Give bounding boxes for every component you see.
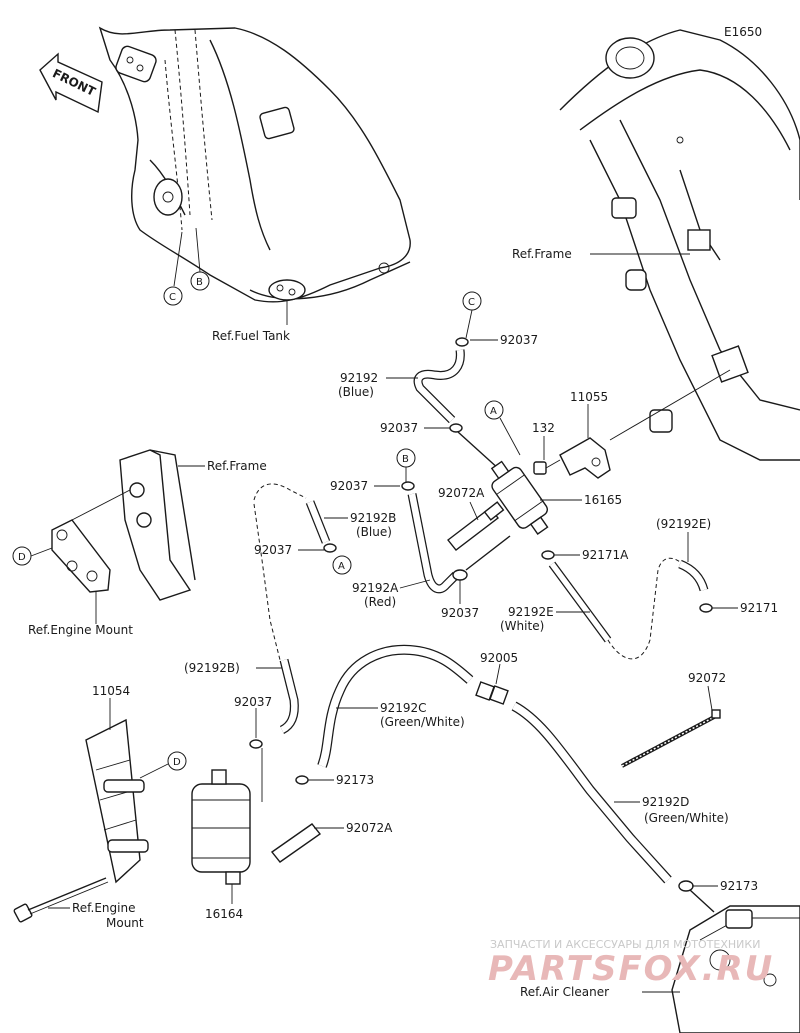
ref-engine-mount-label: Ref.Engine Mount bbox=[28, 623, 133, 637]
part-92192e-sub: (White) bbox=[500, 619, 544, 633]
callout-b-hose-label: B bbox=[402, 454, 409, 465]
part-92072a-bottom: 92072A bbox=[346, 821, 393, 835]
callout-c-hose-label: C bbox=[468, 297, 475, 308]
part-92171a: 92171A bbox=[582, 548, 629, 562]
hose-92192b-blue bbox=[305, 500, 331, 544]
callout-b-tank bbox=[190, 271, 210, 291]
band-92072a-bottom bbox=[270, 823, 322, 863]
clamp-92173-a bbox=[295, 775, 309, 785]
ref-air-cleaner-label: Ref.Air Cleaner bbox=[520, 985, 609, 999]
ref-fuel-tank-label: Ref.Fuel Tank bbox=[212, 329, 290, 343]
hose-92192a-red bbox=[407, 493, 460, 594]
band-92072a-top bbox=[447, 501, 505, 551]
part-92192d-sub: (Green/White) bbox=[644, 811, 729, 825]
hose-92192e-white bbox=[548, 557, 709, 660]
part-92192: 92192 bbox=[340, 371, 378, 385]
diagram-code: E1650 bbox=[724, 25, 762, 39]
clamp-92037-top bbox=[455, 337, 469, 347]
callout-a-filter bbox=[484, 400, 504, 420]
part-11055: 11055 bbox=[570, 390, 608, 404]
part-92192a-sub: (Red) bbox=[364, 595, 396, 609]
ref-engine-mount-2-line2: Mount bbox=[106, 916, 144, 930]
part-92192a: 92192A bbox=[352, 581, 399, 595]
callout-d-bracket-label: D bbox=[173, 757, 181, 768]
part-92173-b: 92173 bbox=[720, 879, 758, 893]
callout-a-hose-label: A bbox=[338, 561, 345, 572]
clamp-92037-mid bbox=[449, 423, 463, 433]
clip-92171a bbox=[541, 550, 555, 560]
frame-drawing bbox=[559, 29, 800, 461]
hose-92192b-lower bbox=[279, 658, 299, 735]
part-92037-top: 92037 bbox=[500, 333, 538, 347]
part-16165: 16165 bbox=[584, 493, 622, 507]
part-92171: 92171 bbox=[740, 601, 778, 615]
part-92192c-sub: (Green/White) bbox=[380, 715, 465, 729]
hose-92192b-route bbox=[253, 503, 281, 661]
bolt-132 bbox=[533, 459, 561, 475]
part-92072a-top: 92072A bbox=[438, 486, 485, 500]
callout-a-hose bbox=[332, 555, 352, 575]
part-11054: 11054 bbox=[92, 684, 130, 698]
ref-engine-mount-2-line1: Ref.Engine bbox=[72, 901, 135, 915]
fuel-tank-drawing bbox=[98, 26, 411, 325]
filter-16165 bbox=[490, 460, 549, 535]
part-92072: 92072 bbox=[688, 671, 726, 685]
hose-92192b-dashed bbox=[253, 483, 307, 501]
callout-b-tank-label: B bbox=[196, 277, 203, 288]
part-92173-a: 92173 bbox=[336, 773, 374, 787]
watermark-line1: ЗАПЧАСТИ И АКСЕССУАРЫ ДЛЯ МОТОТЕХНИКИ bbox=[490, 938, 760, 951]
hose-92192-blue bbox=[413, 349, 465, 424]
part-92192-sub: (Blue) bbox=[338, 385, 374, 399]
clamp-92037-left bbox=[323, 543, 337, 553]
callout-c-tank-label: C bbox=[169, 292, 176, 303]
part-92192b: 92192B bbox=[350, 511, 396, 525]
callout-a-filter-label: A bbox=[490, 406, 497, 417]
hose-92192c-green-white bbox=[317, 644, 474, 768]
engine-mount-plate bbox=[51, 489, 131, 593]
clip-92171 bbox=[699, 603, 713, 613]
part-92005: 92005 bbox=[480, 651, 518, 665]
clamp-92037-b bbox=[401, 481, 415, 491]
part-92037-bottom: 92037 bbox=[441, 606, 479, 620]
frame-left-drawing bbox=[119, 449, 205, 601]
canister-16164 bbox=[191, 769, 251, 885]
part-92192d: 92192D bbox=[642, 795, 689, 809]
mount-bolt bbox=[13, 877, 109, 923]
air-cleaner-drawing bbox=[642, 889, 800, 1033]
part-92192b-sub: (Blue) bbox=[356, 525, 392, 539]
tie-92072 bbox=[621, 709, 721, 768]
part-92037-b: 92037 bbox=[330, 479, 368, 493]
part-132: 132 bbox=[532, 421, 555, 435]
callout-d-bracket bbox=[167, 751, 187, 771]
part-92192e-paren: (92192E) bbox=[656, 517, 711, 531]
bracket-11054 bbox=[85, 718, 149, 884]
part-92192c: 92192C bbox=[380, 701, 427, 715]
ref-frame-left-label: Ref.Frame bbox=[207, 459, 267, 473]
part-92037-left: 92037 bbox=[254, 543, 292, 557]
joint-92005 bbox=[475, 681, 509, 705]
part-16164: 16164 bbox=[205, 907, 243, 921]
clamp-92037-canister bbox=[249, 739, 263, 749]
clamp-92173-b bbox=[678, 880, 694, 892]
front-arrow-icon: FRONT bbox=[39, 52, 103, 114]
part-92192b-paren: (92192B) bbox=[184, 661, 240, 675]
hose-92192d-green-white bbox=[511, 701, 672, 884]
part-92037-mid: 92037 bbox=[380, 421, 418, 435]
part-92037-canister: 92037 bbox=[234, 695, 272, 709]
part-92192e: 92192E bbox=[508, 605, 554, 619]
bracket-11055 bbox=[559, 437, 611, 479]
callout-c-tank bbox=[163, 286, 183, 306]
callout-d-mount-label: D bbox=[18, 552, 26, 563]
clamp-92037-bottom bbox=[452, 569, 468, 581]
ref-frame-top-label: Ref.Frame bbox=[512, 247, 572, 261]
watermark-logo: PARTSFOX.RU bbox=[488, 949, 774, 989]
